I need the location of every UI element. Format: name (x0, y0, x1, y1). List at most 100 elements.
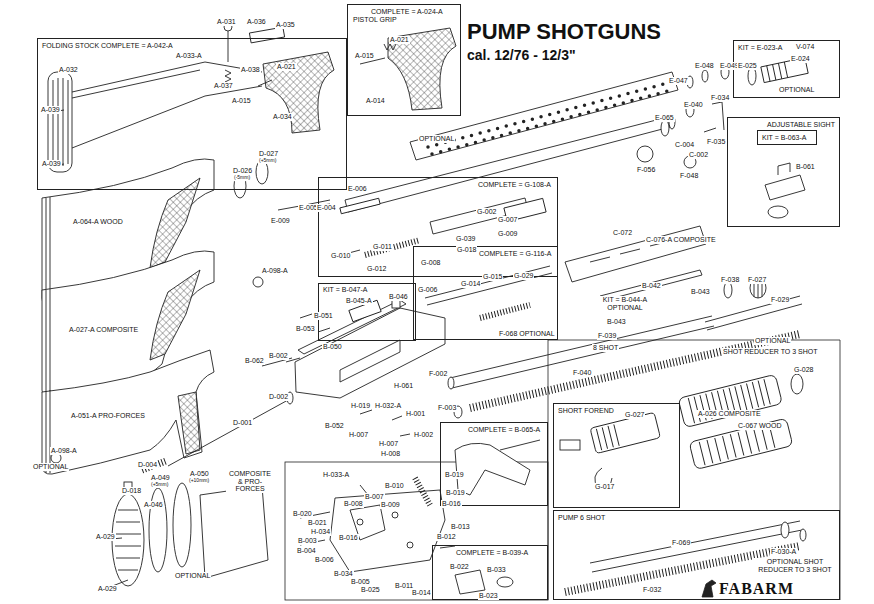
group-heading: COMPLETE = G-116-A (478, 250, 552, 258)
callout-number: H-034 (310, 528, 331, 536)
callout-number: A-039 (41, 160, 62, 168)
callout-number: OPTIONAL (174, 572, 211, 580)
callout-number: (+5mm) (258, 158, 277, 164)
recoil-pad-part (100, 538, 128, 590)
group-heading: PISTOL GRIP (352, 16, 398, 24)
callout-number: B-021 (307, 519, 328, 527)
part-group-box: SHORT FOREND (553, 403, 680, 508)
callout-number: A-038 (240, 66, 261, 74)
group-heading: ADJUSTABLE SIGHT (766, 121, 836, 129)
heat-shield-barrel-part (340, 198, 380, 213)
pump-6-shot-part (800, 529, 806, 541)
callout-number: E-025 (737, 62, 758, 70)
callout-number: B-006 (314, 556, 335, 564)
callout-number: OPTIONAL (418, 135, 455, 143)
callout-number: E-009 (270, 217, 291, 225)
callout-number: C-004 (674, 141, 695, 149)
callout-number: B-016 (338, 534, 359, 542)
callout-number: G-011 (372, 243, 393, 251)
long-forends-part-part (688, 379, 770, 423)
recoil-pad-part (112, 494, 144, 586)
callout-number: G-027 (624, 411, 645, 419)
callout-number: A-035 (275, 21, 296, 29)
bolt-group-part (430, 198, 528, 234)
composite-stock-part (150, 270, 200, 360)
folding-stock-part (52, 110, 64, 166)
callout-number: A-015 (354, 52, 375, 60)
callout-number: A-029 (97, 585, 118, 593)
callout-number: V-074 (795, 43, 815, 51)
callout-number: (+10mm) (188, 478, 210, 484)
choke-tube-part-part (767, 62, 788, 81)
group-heading: COMPLETE = B-039-A (455, 549, 529, 557)
callout-number: A-033-A (175, 52, 203, 60)
callout-number: H-061 (393, 382, 414, 390)
folding-stock-part (228, 31, 229, 62)
callout-number: A-098-A (261, 267, 289, 275)
brand-name: FABARM (718, 580, 795, 598)
receiver-part (340, 340, 400, 382)
callout-number: A-021 (389, 36, 410, 44)
callout-number: A-026 COMPOSITE (697, 410, 762, 418)
callout-number: B-023 (478, 592, 499, 600)
heat-shield-barrel-part (661, 120, 669, 136)
trigger-group-part (357, 519, 363, 525)
magazine-tube-part (450, 316, 714, 388)
callout-number: G-039 (455, 235, 476, 243)
callout-number: B-020 (292, 510, 313, 518)
callout-number: A-034 (272, 113, 293, 121)
heat-shield-barrel-part (432, 91, 668, 154)
callout-number: G-012 (366, 265, 387, 273)
callout-number: B-013 (450, 523, 471, 531)
folding-stock-part (72, 86, 262, 148)
callout-number: C-067 WOOD (737, 422, 783, 430)
trigger-group-part (407, 542, 413, 548)
callout-number: B-052 (324, 422, 345, 430)
callout-number: B-002 (268, 352, 289, 360)
callout-number: B-019 (445, 489, 466, 497)
group-heading: FOLDING STOCK COMPLETE = A-042-A (41, 42, 174, 50)
pistol-grip (360, 28, 456, 110)
callout-number: F-034 (710, 94, 730, 102)
folding-stock-part (53, 78, 68, 166)
callout-number: E-006 (347, 185, 368, 193)
callout-number: (-5mm) (233, 175, 251, 181)
trigger-group-part (497, 577, 513, 587)
short-forend-part (560, 440, 580, 450)
callout-number: H-001 (405, 410, 426, 418)
callout-number: A-098-A (50, 447, 78, 455)
composite-stock-part (46, 289, 50, 397)
diagram-title: PUMP SHOTGUNS (466, 20, 662, 44)
long-forends-part-part (689, 418, 793, 469)
callout-number: B-034 (333, 570, 354, 578)
folding-stock-part (249, 27, 284, 43)
callout-number: B-012 (436, 533, 457, 541)
long-forends-part (678, 374, 782, 427)
callout-number: F-029 (770, 296, 790, 304)
callout-number: F-040 (572, 369, 592, 377)
long-forends-part (689, 418, 793, 469)
callout-number: G-029 (513, 272, 534, 280)
callout-number: A-021 (276, 63, 297, 71)
callout-number: B-061 (795, 163, 816, 171)
callout-number: B-062 (244, 357, 265, 365)
bolt-group-part (365, 240, 420, 255)
callout-number: C-002 (688, 151, 709, 159)
callout-number: B-033 (486, 566, 507, 574)
callout-number: A-027-A COMPOSITE (68, 326, 139, 334)
adjustable-sight-part (778, 163, 790, 175)
group-heading: KIT = B-063-A (761, 134, 807, 142)
callout-number: A-050 (189, 470, 210, 478)
group-heading: SHORT FOREND (557, 407, 615, 415)
brand-logo (702, 580, 716, 597)
magazine-tube-part (448, 377, 454, 389)
callout-number: G-006 (417, 286, 438, 294)
callout-number: F-035 (706, 138, 726, 146)
callout-number: H-032-A (374, 402, 402, 410)
callout-number: A-039 (40, 106, 61, 114)
callout-number: A-036 (246, 18, 267, 26)
callout-number: G-017 (594, 483, 615, 491)
callout-number: B-014 (411, 589, 432, 597)
callout-number: E-004 (316, 204, 337, 212)
callout-number: G-007 (497, 216, 518, 224)
